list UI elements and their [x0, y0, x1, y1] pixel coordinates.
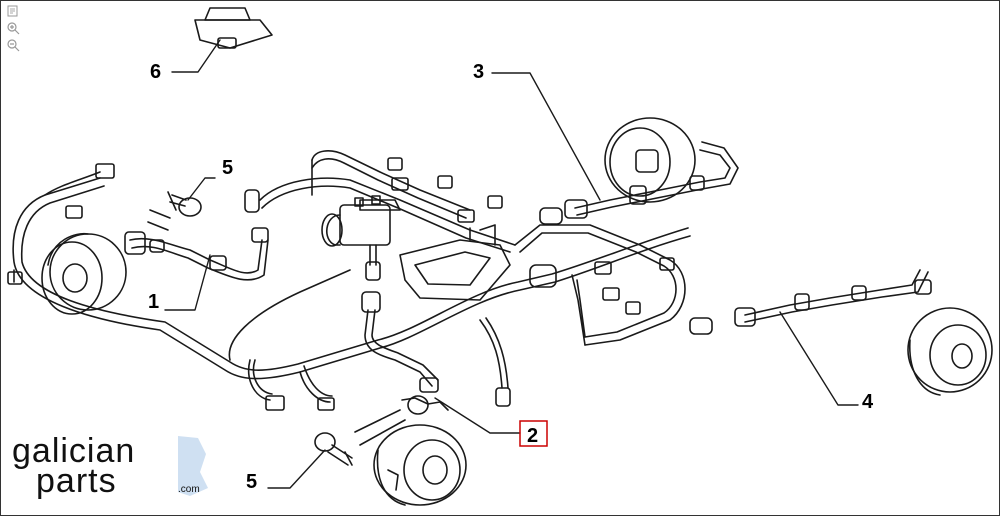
sensor-5-lower	[314, 409, 406, 466]
abs-modulator	[321, 195, 401, 281]
callout-2[interactable]: 2	[527, 425, 538, 447]
logo-line2: parts	[36, 462, 117, 500]
leader-5b	[267, 449, 326, 489]
callout-6: 6	[150, 61, 161, 83]
leader-1	[164, 254, 211, 311]
zoom-out-icon[interactable]	[6, 38, 20, 52]
logo-line1: galician	[12, 432, 135, 470]
leader-2	[434, 397, 521, 434]
zoom-in-icon[interactable]	[6, 21, 20, 35]
callout-3: 3	[473, 61, 484, 83]
galicianparts-logo: galician parts .com	[12, 432, 208, 500]
sensor-5-upper	[147, 191, 202, 231]
sensor-cable-3	[539, 141, 739, 225]
callout-5-lower: 5	[246, 471, 257, 493]
fastener-6	[194, 7, 273, 49]
wheel-hub-rear-right-top	[604, 117, 696, 203]
abs-bracket	[399, 224, 511, 301]
callout-2-highlight	[519, 420, 548, 447]
main-harness	[12, 150, 691, 403]
loose-connectors	[7, 157, 675, 411]
wheel-hub-front-right	[373, 424, 467, 506]
callout-1: 1	[148, 291, 159, 313]
callout-5-upper: 5	[222, 157, 233, 179]
leader-lines	[164, 39, 859, 489]
leader-3	[491, 72, 601, 201]
callout-4: 4	[862, 391, 874, 413]
sensor-cable-1	[124, 227, 269, 281]
leader-6	[171, 39, 221, 73]
sensor-cable-4	[689, 269, 932, 335]
logo-suffix: .com	[178, 484, 200, 495]
wheel-hub-rear-right-bottom	[907, 307, 993, 396]
leader-4	[779, 311, 859, 406]
sensor-cable-2	[361, 291, 449, 415]
logo-map-shape	[178, 436, 208, 496]
fullscreen-icon[interactable]	[6, 4, 20, 18]
leader-5a	[187, 177, 216, 201]
wheel-hub-front-left	[41, 232, 127, 315]
